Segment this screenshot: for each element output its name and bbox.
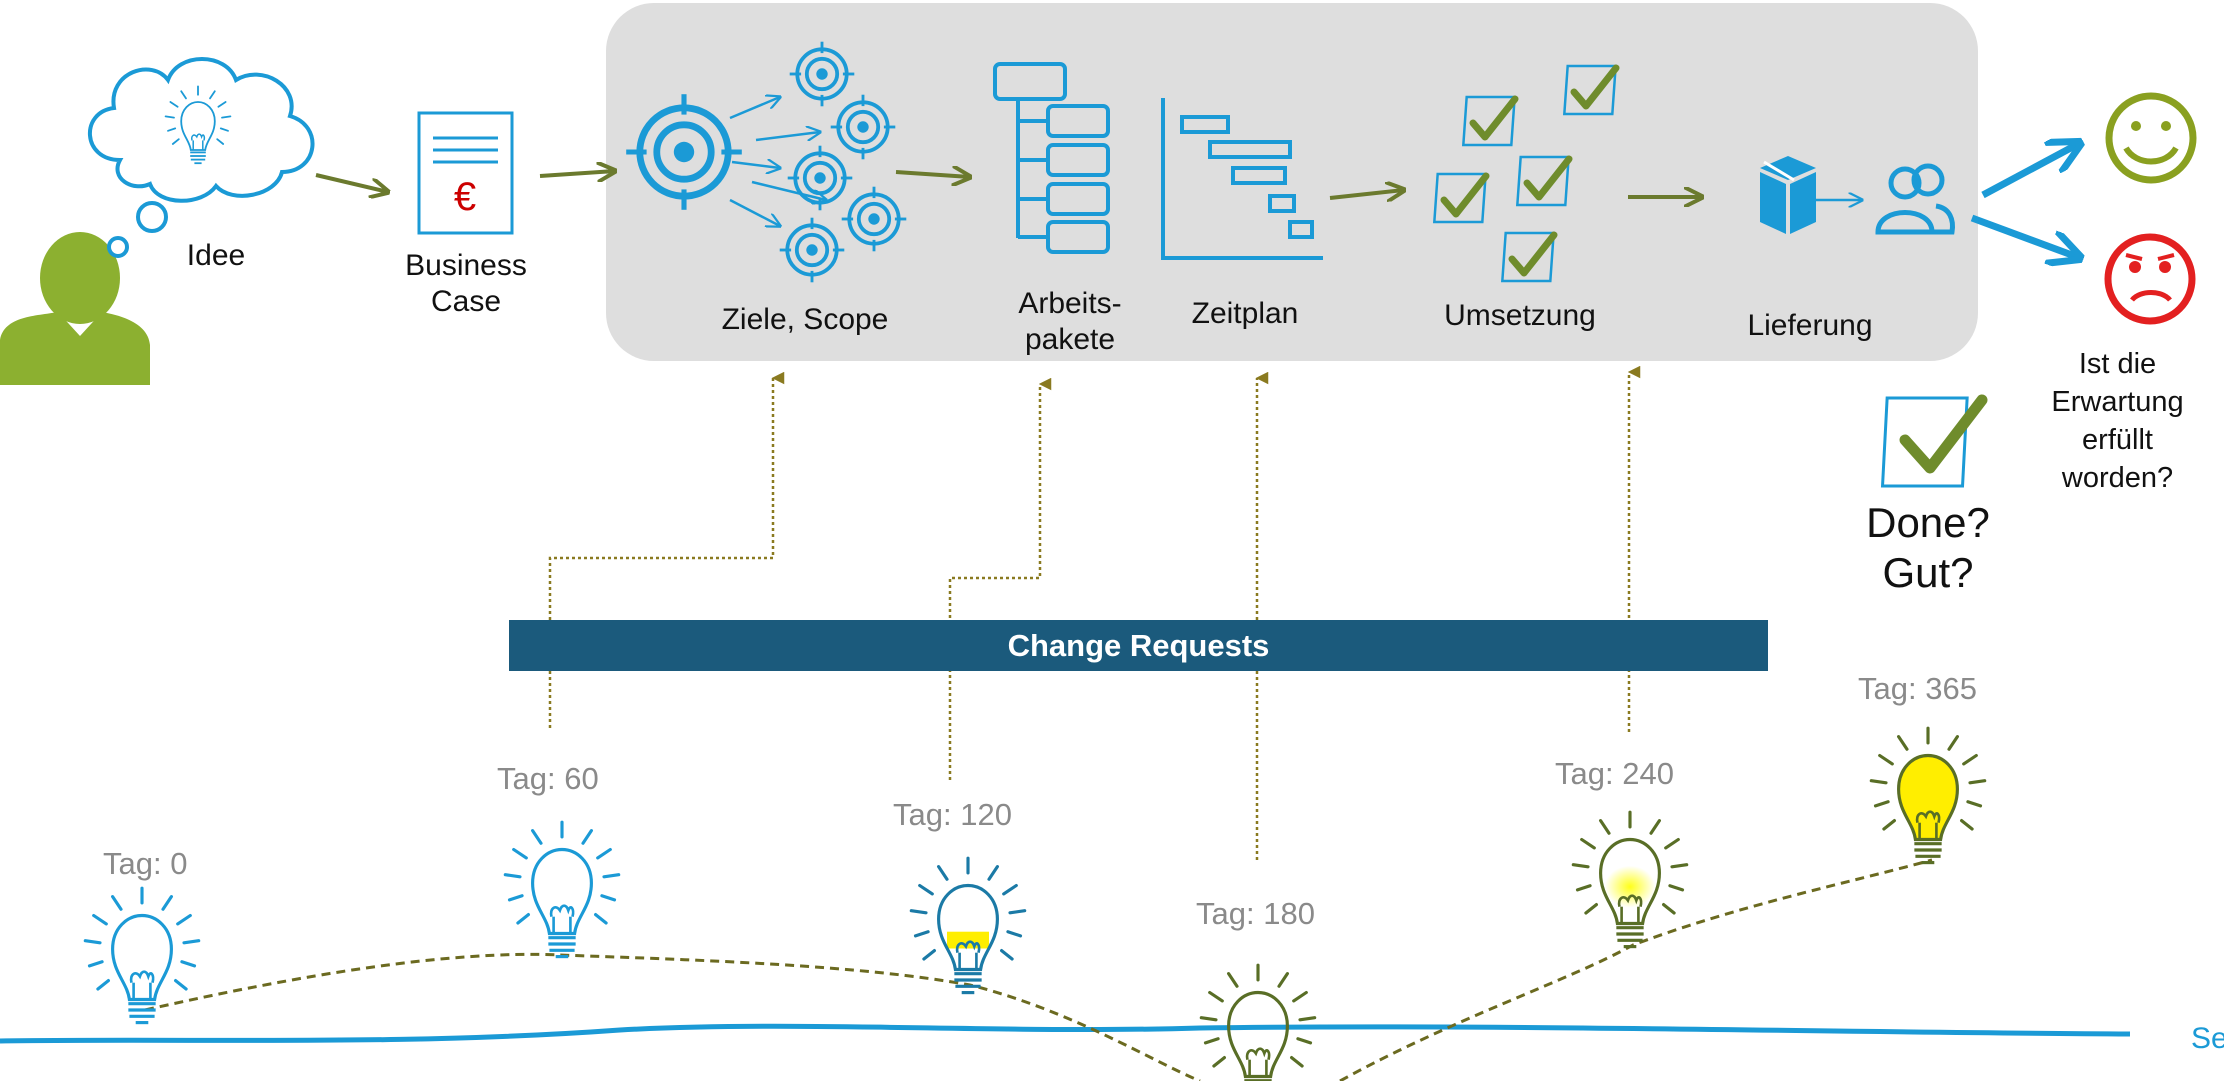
done-line1: Done? (1866, 499, 1990, 546)
workpackages-line2: pakete (1024, 323, 1116, 356)
gantt-icon (1161, 98, 1323, 260)
tag-day-365: Tag: 365 (1858, 671, 1977, 706)
tag-day-0: Tag: 0 (103, 846, 188, 881)
stage-label-workpackages: Arbeits- pakete (990, 286, 1150, 358)
idea-drift-path (144, 858, 1933, 1081)
stage-label-implementation: Umsetzung (1444, 299, 1596, 332)
done-question: Done? Gut? (1838, 498, 2018, 598)
lightbulb-icon (1869, 726, 1987, 865)
users-icon (1875, 163, 1955, 235)
expectation-question: Ist die Erwartung erfüllt worden? (2015, 345, 2220, 497)
stage-label-delivery: Lieferung (1747, 309, 1873, 342)
euro-symbol: € (454, 175, 476, 219)
target-arrows (729, 97, 826, 226)
tag-day-120: Tag: 120 (893, 797, 1012, 832)
expectation-line1: Ist die (2078, 348, 2157, 380)
box-icon (1760, 156, 1816, 234)
expectation-line2: Erwartung (2051, 386, 2184, 418)
hierarchy-icon (993, 62, 1110, 254)
outcome-arrows (1970, 143, 2080, 258)
lightbulb-icon (1199, 963, 1317, 1081)
smiley-happy-icon (2105, 92, 2197, 184)
tag-day-60: Tag: 60 (497, 761, 599, 796)
business-case-line2: Case (430, 285, 502, 318)
workpackages-line1: Arbeits- (1018, 287, 1122, 320)
change-requests-bar: Change Requests (509, 620, 1768, 671)
lightbulb-icon (1571, 810, 1689, 949)
tag-day-240: Tag: 240 (1555, 756, 1674, 791)
person-icon (0, 232, 150, 385)
expectation-line4: worden? (2061, 462, 2174, 494)
smiley-sad-icon (2104, 233, 2196, 325)
stage-label-goals: Ziele, Scope (721, 303, 889, 336)
document-euro-icon: € (417, 111, 514, 235)
done-checkbox-icon (1880, 394, 1988, 488)
thought-dot-large (136, 201, 168, 233)
change-connectors (548, 365, 1641, 860)
footer-text-fragment: Se (2191, 1022, 2224, 1055)
lightbulb-icon (909, 856, 1027, 995)
stage-label-schedule: Zeitplan (1191, 297, 1299, 330)
process-panel (606, 3, 1978, 361)
business-case-label: Business Case (386, 248, 546, 320)
tag-day-180: Tag: 180 (1196, 896, 1315, 931)
idea-label: Idee (186, 239, 246, 272)
lightbulb-icon (503, 820, 621, 959)
cloud-lightbulb-icon (87, 57, 315, 203)
ground-line (0, 1023, 2131, 1044)
expectation-line3: erfüllt (2082, 424, 2153, 456)
done-line2: Gut? (1882, 549, 1974, 596)
business-case-line1: Business (405, 249, 527, 282)
thought-dot-small (107, 236, 129, 258)
process-arrows (315, 171, 1702, 198)
